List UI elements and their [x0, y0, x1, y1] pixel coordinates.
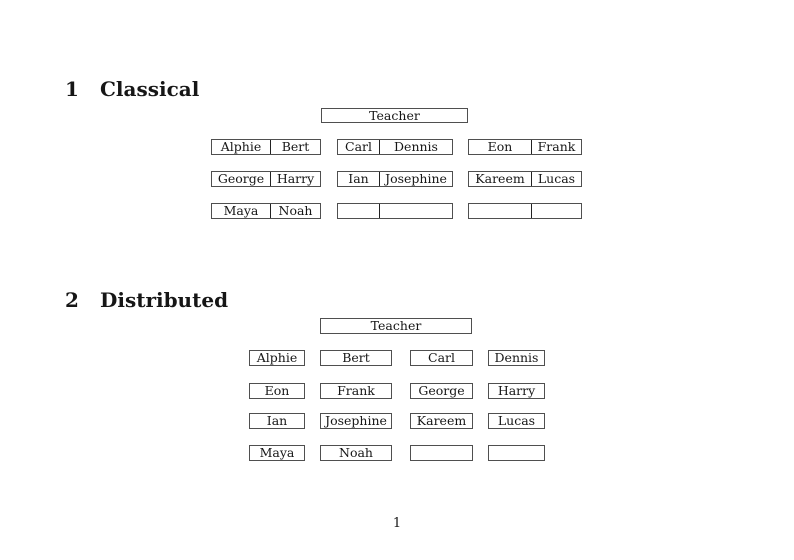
seat-box: Alphie	[249, 350, 305, 366]
seat-box: Frank	[320, 383, 392, 399]
desk-r3c2-empty	[337, 203, 453, 219]
seat-box: Dennis	[488, 350, 545, 366]
seat: Ian	[348, 171, 369, 186]
section-heading-classical: 1 Classical	[65, 77, 199, 101]
section-title: Distributed	[100, 287, 229, 312]
teacher-box: Teacher	[321, 108, 468, 123]
section-number: 2	[65, 287, 79, 312]
teacher-box: Teacher	[320, 318, 472, 334]
section-number: 1	[65, 76, 79, 101]
seat: Josephine	[379, 172, 452, 186]
desk-r1c1: Alphie Bert	[211, 139, 321, 155]
section-heading-distributed: 2 Distributed	[65, 288, 228, 312]
seat-box-empty	[410, 445, 473, 461]
seat-box: George	[410, 383, 473, 399]
seat: Carl	[345, 139, 372, 154]
seat: Dennis	[379, 140, 452, 154]
desk-r1c3: Eon Frank	[468, 139, 582, 155]
section-title: Classical	[100, 76, 200, 101]
seat: Eon	[487, 139, 513, 154]
seat-empty	[531, 204, 581, 218]
seat: Maya	[223, 203, 259, 218]
seat: Kareem	[475, 171, 525, 186]
desk-r2c3: Kareem Lucas	[468, 171, 582, 187]
desk-r1c2: Carl Dennis	[337, 139, 453, 155]
seat: Bert	[270, 140, 320, 154]
seat-empty	[379, 204, 452, 218]
seat-box: Noah	[320, 445, 392, 461]
seat-box: Ian	[249, 413, 305, 429]
seat-box: Carl	[410, 350, 473, 366]
desk-r3c3-empty	[468, 203, 582, 219]
seat: Alphie	[220, 139, 262, 154]
seat-box: Bert	[320, 350, 392, 366]
seat-empty	[338, 204, 379, 218]
seat-box: Eon	[249, 383, 305, 399]
seat-box: Josephine	[320, 413, 392, 429]
seat-box: Harry	[488, 383, 545, 399]
page-number: 1	[392, 516, 402, 531]
seat-box: Maya	[249, 445, 305, 461]
seat: George	[217, 171, 265, 186]
seat: Harry	[270, 172, 320, 186]
seat: Lucas	[531, 172, 581, 186]
desk-r2c1: George Harry	[211, 171, 321, 187]
seat: Noah	[270, 204, 320, 218]
desk-r3c1: Maya Noah	[211, 203, 321, 219]
seat: Frank	[531, 140, 581, 154]
seat-empty	[469, 204, 531, 218]
desk-r2c2: Ian Josephine	[337, 171, 453, 187]
seat-box: Kareem	[410, 413, 473, 429]
seat-box: Lucas	[488, 413, 545, 429]
seat-box-empty	[488, 445, 545, 461]
